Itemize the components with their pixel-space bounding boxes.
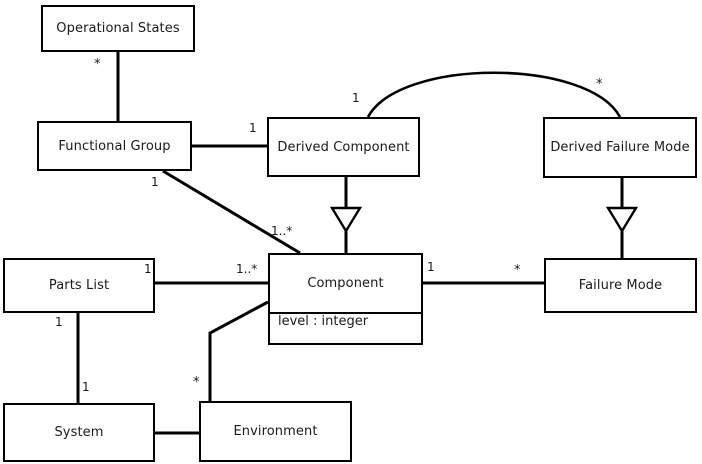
class-name-functional-group: Functional Group [58,138,171,154]
generalization-triangle-icon [329,206,363,234]
class-name-derived-component: Derived Component [277,139,410,155]
class-name-environment: Environment [233,424,318,439]
multiplicity-operational-states: * [94,57,101,72]
multiplicity-failure-mode-component: * [514,263,521,278]
class-box-component[interactable]: Component level : integer [268,253,423,345]
class-attribute-component-level: level : integer [270,312,421,329]
class-box-parts-list[interactable]: Parts List [3,258,155,313]
class-name-parts-list: Parts List [48,278,110,293]
class-name-operational-states: Operational States [56,21,180,36]
class-box-derived-component[interactable]: Derived Component [267,117,420,177]
multiplicity-functional-group-derived-component: 1 [249,121,257,135]
class-box-environment[interactable]: Environment [199,401,352,462]
edge-derived-component-derived-failure-mode [366,71,622,118]
class-box-failure-mode[interactable]: Failure Mode [544,258,697,313]
class-box-functional-group[interactable]: Functional Group [37,121,192,171]
class-box-system[interactable]: System [3,403,155,462]
class-name-failure-mode: Failure Mode [578,278,663,293]
class-name-system: System [54,425,104,440]
multiplicity-component-from-parts-list: 1..* [236,262,258,276]
class-box-derived-failure-mode[interactable]: Derived Failure Mode [543,117,697,178]
class-box-operational-states[interactable]: Operational States [41,5,195,52]
multiplicity-component-failure-mode: 1 [427,260,435,274]
multiplicity-derived-component-curve: 1 [352,91,360,105]
edge-functional-group-component [162,169,301,255]
class-name-derived-failure-mode: Derived Failure Mode [550,140,690,155]
edge-environment-component [208,300,269,401]
multiplicity-environment-component: * [193,375,200,390]
multiplicity-parts-list-component: 1 [144,262,152,276]
multiplicity-derived-failure-mode-curve: * [596,77,603,92]
multiplicity-parts-list-system: 1 [55,315,63,329]
multiplicity-component-from-functional-group: 1..* [271,224,293,238]
class-name-component: Component [307,276,384,291]
generalization-triangle-icon [605,206,639,234]
multiplicity-system-parts-list: 1 [82,380,90,394]
multiplicity-functional-group-component: 1 [151,175,159,189]
